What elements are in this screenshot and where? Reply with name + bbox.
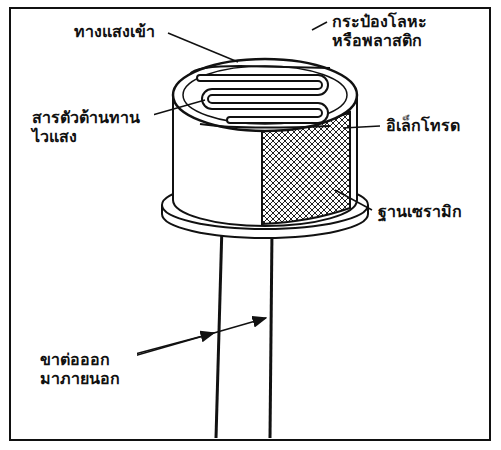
window-top: [173, 59, 357, 131]
part-label: สารตัวต้านทาน ไวแสง: [30, 108, 154, 146]
lead-legs: [216, 225, 272, 438]
frame: [10, 8, 490, 440]
part-label: กระป๋องโลหะ หรือพลาสติก: [330, 12, 464, 50]
part-label: ขาต่อออก มาภายนอก: [38, 350, 137, 388]
photoresistor-track: [200, 78, 325, 120]
part-label: อิเล็กโทรด: [384, 116, 462, 135]
part-label: ฐานเซรามิก: [376, 202, 464, 221]
part-label: ทางแสงเข้า: [72, 22, 157, 41]
leader-lines: [120, 22, 380, 360]
